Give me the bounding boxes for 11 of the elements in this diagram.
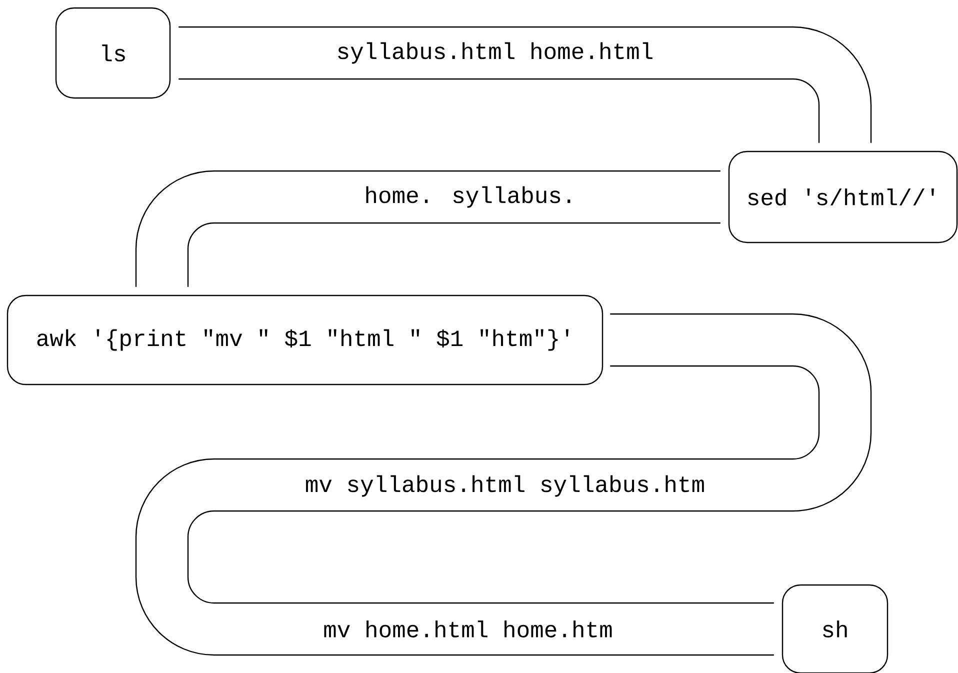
- pipe-text: mv syllabus.html syllabus.htm: [304, 474, 706, 498]
- command-box: awk '{print "mv " $1 "html " $1 "htm"}': [6, 294, 604, 386]
- pipe: [178, 26, 872, 144]
- pipe-text: home. syllabus.: [363, 185, 577, 209]
- command-box: sh: [782, 584, 888, 673]
- pipe-text: syllabus.html home.html: [335, 41, 655, 65]
- pipe: [135, 170, 721, 288]
- command-box: sed 's/html//': [728, 150, 958, 244]
- pipe: [135, 313, 872, 656]
- pipe-text: mv home.html home.htm: [322, 620, 614, 638]
- command-box: ls: [55, 7, 171, 99]
